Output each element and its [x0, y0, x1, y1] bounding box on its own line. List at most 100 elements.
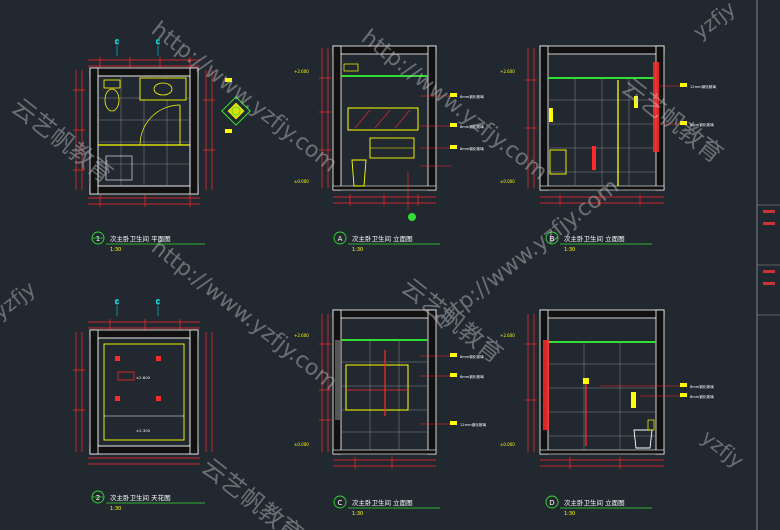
callout-text: 8mm钢化玻璃: [460, 354, 484, 359]
drawing-marker-label: D: [549, 499, 554, 507]
drawing-marker-label: C: [338, 499, 343, 507]
callout-text: 8mm钢化玻璃: [690, 394, 714, 399]
drawing-marker-label: 1: [96, 235, 100, 243]
elevation-c-title: C 次主卧卫生间 立面图 1:30: [333, 495, 440, 517]
callout-text: 8mm钢化玻璃: [690, 122, 714, 127]
ceiling-dimension-lines: [73, 319, 213, 465]
svg-text:C: C: [115, 299, 119, 306]
plan-toilet-tank: [103, 79, 121, 89]
drawing-scale: 1:30: [352, 511, 363, 517]
elev-b-toilet: [549, 149, 567, 175]
floor-plan-title: 1 次主卧卫生间 平面图 1:30: [91, 231, 205, 253]
elev-a-detail-marker: [408, 213, 416, 221]
elev-b-glass-section: [653, 62, 659, 152]
plan-shower-tray: [105, 155, 133, 181]
level-mark: ±0.000: [294, 442, 309, 447]
level-mark: ±0.000: [294, 179, 309, 184]
title-block-strip: [756, 0, 780, 530]
level-mark: ±0.000: [500, 179, 515, 184]
plan-tag: [225, 129, 232, 133]
callout-text: 8mm钢化玻璃: [460, 146, 484, 151]
drawing-scale: 1:30: [110, 506, 121, 512]
drawing-title: 次主卧卫生间 天花图: [110, 493, 171, 502]
svg-text:C: C: [115, 39, 119, 46]
elev-a-walls: [332, 45, 437, 191]
drawing-title: 次主卧卫生间 平面图: [110, 234, 171, 243]
elev-c-mirror-cabinet: [345, 364, 409, 411]
callout-text: 12mm钢化玻璃: [690, 84, 716, 89]
drawing-title: 次主卧卫生间 立面图: [564, 234, 625, 243]
elev-d-dimension-lines: [525, 314, 664, 469]
callout-text: 8mm钢化玻璃: [690, 384, 714, 389]
level-mark: +2.600: [500, 69, 515, 74]
drawing-scale: 1:30: [564, 247, 575, 253]
callout-text: 12mm钢化玻璃: [460, 422, 486, 427]
elev-b-leader-lines: [660, 85, 682, 125]
plan-walls: [89, 67, 199, 195]
plan-floor-tiles: [98, 76, 190, 186]
plan-vanity-counter: [139, 77, 187, 101]
elevation-d-drawing: 8mm钢化玻璃 8mm钢化玻璃 +2.600 ±0.000 D 次主卧卫生间 立…: [500, 309, 714, 517]
elevation-c-drawing: 8mm钢化玻璃 8mm钢化玻璃 12mm钢化玻璃 +2.600 ±0.000 C…: [294, 309, 486, 517]
plan-basin: [153, 82, 173, 96]
elev-a-mirror: [347, 107, 419, 131]
plan-toilet-bowl: [104, 88, 120, 112]
level-mark: +2.600: [294, 69, 309, 74]
elev-b-fixture: [549, 108, 553, 122]
elev-d-valve: [583, 378, 589, 384]
elev-d-glass-section: [543, 340, 549, 430]
svg-text:C: C: [156, 39, 160, 46]
elev-a-mirror-hatch: [354, 109, 411, 129]
level-mark: +2.600: [294, 333, 309, 338]
drawing-marker-label: A: [338, 235, 343, 243]
elev-b-shower-head: [634, 96, 638, 108]
elevation-a-drawing: 8mm钢化玻璃 8mm钢化玻璃 8mm钢化玻璃 +2.600 ±0.000 A …: [294, 45, 484, 253]
elevation-b-drawing: 12mm钢化玻璃 8mm钢化玻璃 +2.600 ±0.000 B 次主卧卫生间 …: [500, 45, 716, 253]
elev-c-wall-tiles: [341, 340, 428, 450]
ceiling-level-mark: ±2.300: [136, 428, 151, 433]
drawing-scale: 1:30: [352, 247, 363, 253]
elev-d-leader-lines: [600, 385, 682, 397]
ceiling-level-mark: ±2.600: [136, 375, 151, 380]
level-mark: +2.600: [500, 333, 515, 338]
plan-tag: [225, 78, 232, 82]
elev-c-wall-section: [335, 340, 340, 420]
drawing-marker-label: B: [550, 235, 555, 243]
elev-a-leader-lines: [407, 95, 452, 210]
ceiling-section-marks: C C: [115, 299, 161, 316]
elevation-b-title: B 次主卧卫生间 立面图 1:30: [545, 231, 652, 253]
drawing-marker-label: 2: [96, 494, 100, 502]
ceiling-cove-line: [103, 343, 185, 441]
svg-text:C: C: [156, 299, 160, 306]
elev-d-toilet: [633, 429, 653, 449]
plan-section-marks: C C: [115, 39, 161, 56]
elev-a-toilet: [351, 159, 367, 187]
plan-door-swing-arc: [139, 104, 181, 146]
ceiling-plan-drawing: ±2.600 ±2.300 C C 2 次主卧卫生间 天花图 1:30: [73, 299, 213, 512]
drawing-title: 次主卧卫生间 立面图: [564, 498, 625, 507]
level-mark: ±0.000: [500, 442, 515, 447]
ceiling-plan-title: 2 次主卧卫生间 天花图 1:30: [91, 490, 205, 512]
elev-b-shower-valve: [592, 146, 596, 170]
elevation-d-title: D 次主卧卫生间 立面图 1:30: [545, 495, 652, 517]
drawing-scale: 1:30: [564, 511, 575, 517]
elev-d-wall-tiles: [548, 342, 656, 450]
elevation-a-title: A 次主卧卫生间 立面图 1:30: [333, 231, 440, 253]
drawing-scale: 1:30: [110, 247, 121, 253]
ceiling-downlights: [115, 356, 161, 401]
ceiling-exhaust-fan: [117, 371, 135, 381]
ceiling-walls: [89, 329, 199, 455]
elev-d-fixture: [631, 392, 636, 408]
drawing-title: 次主卧卫生间 立面图: [352, 498, 413, 507]
elev-c-dimension-lines: [319, 314, 436, 469]
callout-text: 8mm钢化玻璃: [460, 94, 484, 99]
floor-plan-drawing: C C 1 次主卧卫生间 平面图 1:30: [73, 39, 251, 253]
callout-text: 8mm钢化玻璃: [460, 374, 484, 379]
drawing-title: 次主卧卫生间 立面图: [352, 234, 413, 243]
elev-b-dimension-lines: [525, 48, 664, 206]
elev-a-light: [343, 63, 359, 72]
elev-c-leader-lines: [420, 355, 452, 425]
plan-dimension-lines: [73, 57, 215, 207]
